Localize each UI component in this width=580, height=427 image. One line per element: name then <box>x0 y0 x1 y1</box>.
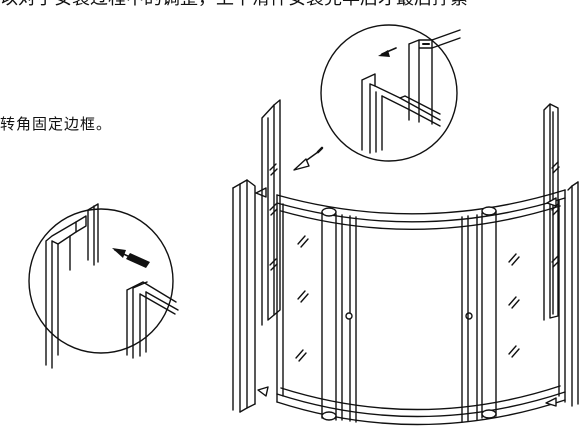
right-wall-profile <box>545 181 579 407</box>
left-wall-profile <box>232 179 269 413</box>
frame-top-detail-icon <box>293 24 461 171</box>
frame-corner-detail-icon <box>28 203 179 369</box>
right-side-panel <box>543 103 560 321</box>
top-instruction-text: 以对于安装过程中的调整，上下滑件安装完毕后才最后拧紧 <box>0 0 580 11</box>
shower-enclosure <box>276 189 566 426</box>
side-instruction-text: 转角固定边框。 <box>0 115 113 133</box>
left-side-panel <box>261 99 281 326</box>
